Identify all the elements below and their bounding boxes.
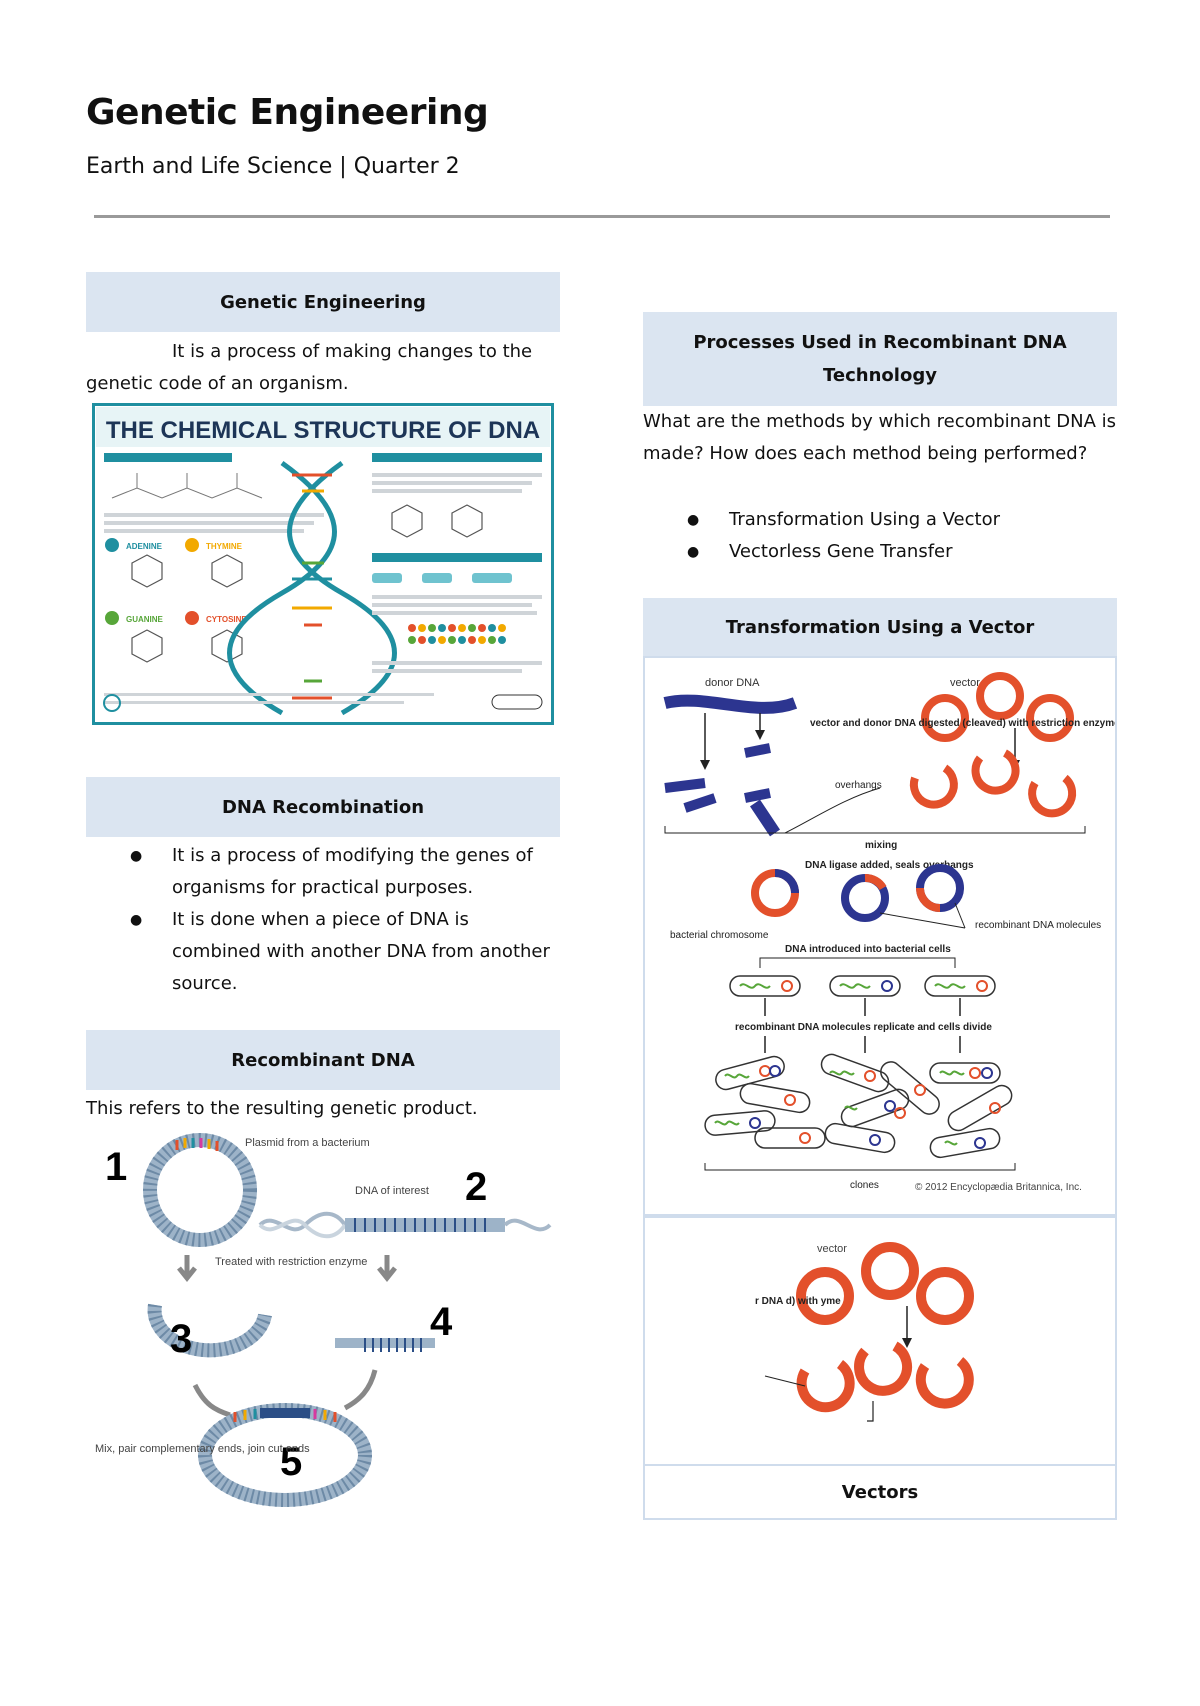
- replicate-label: recombinant DNA molecules replicate and …: [735, 1022, 992, 1033]
- genetic-engineering-text: It is a process of making changes to the…: [86, 341, 533, 394]
- vectors-caption: Vectors: [643, 1464, 1117, 1520]
- guanine-label: GUANINE: [126, 615, 164, 624]
- list-item: It is a process of modifying the genes o…: [86, 840, 560, 904]
- step-number-5: 5: [280, 1440, 302, 1484]
- mixing-label: mixing: [865, 840, 897, 851]
- page-subtitle: Earth and Life Science | Quarter 2: [86, 154, 460, 179]
- processes-heading: Processes Used in Recombinant DNA Techno…: [643, 312, 1117, 406]
- ligase-label: DNA ligase added, seals overhangs: [805, 860, 974, 871]
- list-item: Vectorless Gene Transfer: [643, 536, 1117, 568]
- vectors-image-cell: vector r DNA d) with yme: [643, 1214, 1117, 1468]
- page-title: Genetic Engineering: [86, 92, 489, 133]
- dna-recombination-heading: DNA Recombination: [86, 777, 560, 837]
- plasmid-label: Plasmid from a bacterium: [245, 1137, 370, 1149]
- recombinant-molecules-label: recombinant DNA molecules: [975, 920, 1101, 931]
- thymine-label: THYMINE: [206, 542, 243, 551]
- genetic-engineering-heading: Genetic Engineering: [86, 272, 560, 332]
- clones-label: clones: [850, 1180, 879, 1191]
- transformation-diagram-cell: donor DNA vector vector and donor DNA di…: [643, 656, 1120, 1218]
- vector-crop-label: vector: [817, 1243, 847, 1255]
- vector-label: vector: [950, 677, 980, 689]
- cut-label: vector and donor DNA digested (cleaved) …: [810, 718, 1115, 729]
- list-item: It is done when a piece of DNA is combin…: [86, 904, 560, 1000]
- svg-text:vector and donor DNA digested: vector and donor DNA digested (cleaved) …: [810, 718, 1115, 729]
- adenine-label: ADENINE: [126, 542, 163, 551]
- step-number-2: 2: [465, 1165, 487, 1209]
- step-number-3: 3: [170, 1317, 192, 1361]
- mix-label: Mix, pair complementary ends, join cut e…: [95, 1443, 310, 1455]
- dna-of-interest-label: DNA of interest: [355, 1185, 429, 1197]
- cytosine-label: CYTOSINE: [206, 615, 247, 624]
- recombinant-dna-diagram: 1 Plasmid from a bacterium 2 DNA of inte…: [95, 1130, 565, 1530]
- dna-introduced-label: DNA introduced into bacterial cells: [785, 944, 951, 955]
- transformation-heading: Transformation Using a Vector: [643, 598, 1117, 656]
- enzyme-label: Treated with restriction enzyme: [215, 1256, 367, 1268]
- dna-recombination-list: It is a process of modifying the genes o…: [86, 840, 560, 1000]
- bacterial-chromosome-label: bacterial chromosome: [670, 930, 769, 941]
- copyright-text: © 2012 Encyclopædia Britannica, Inc.: [915, 1182, 1082, 1193]
- header-divider: [94, 215, 1110, 218]
- recombinant-dna-heading: Recombinant DNA: [86, 1030, 560, 1090]
- overhangs-label: overhangs: [835, 780, 882, 791]
- vector-crop-side-text: r DNA d) with yme: [755, 1296, 841, 1307]
- step-number-1: 1: [105, 1145, 127, 1189]
- donor-dna-label: donor DNA: [705, 677, 760, 689]
- recombinant-dna-text: This refers to the resulting genetic pro…: [86, 1098, 478, 1119]
- poster-title: THE CHEMICAL STRUCTURE OF DNA: [106, 417, 540, 444]
- step-number-4: 4: [430, 1300, 453, 1344]
- list-item: Transformation Using a Vector: [643, 504, 1117, 536]
- processes-list: Transformation Using a Vector Vectorless…: [643, 504, 1117, 568]
- processes-text: What are the methods by which recombinan…: [643, 411, 1116, 464]
- dna-structure-poster: THE CHEMICAL STRUCTURE OF DNA ADENINE TH…: [92, 403, 554, 725]
